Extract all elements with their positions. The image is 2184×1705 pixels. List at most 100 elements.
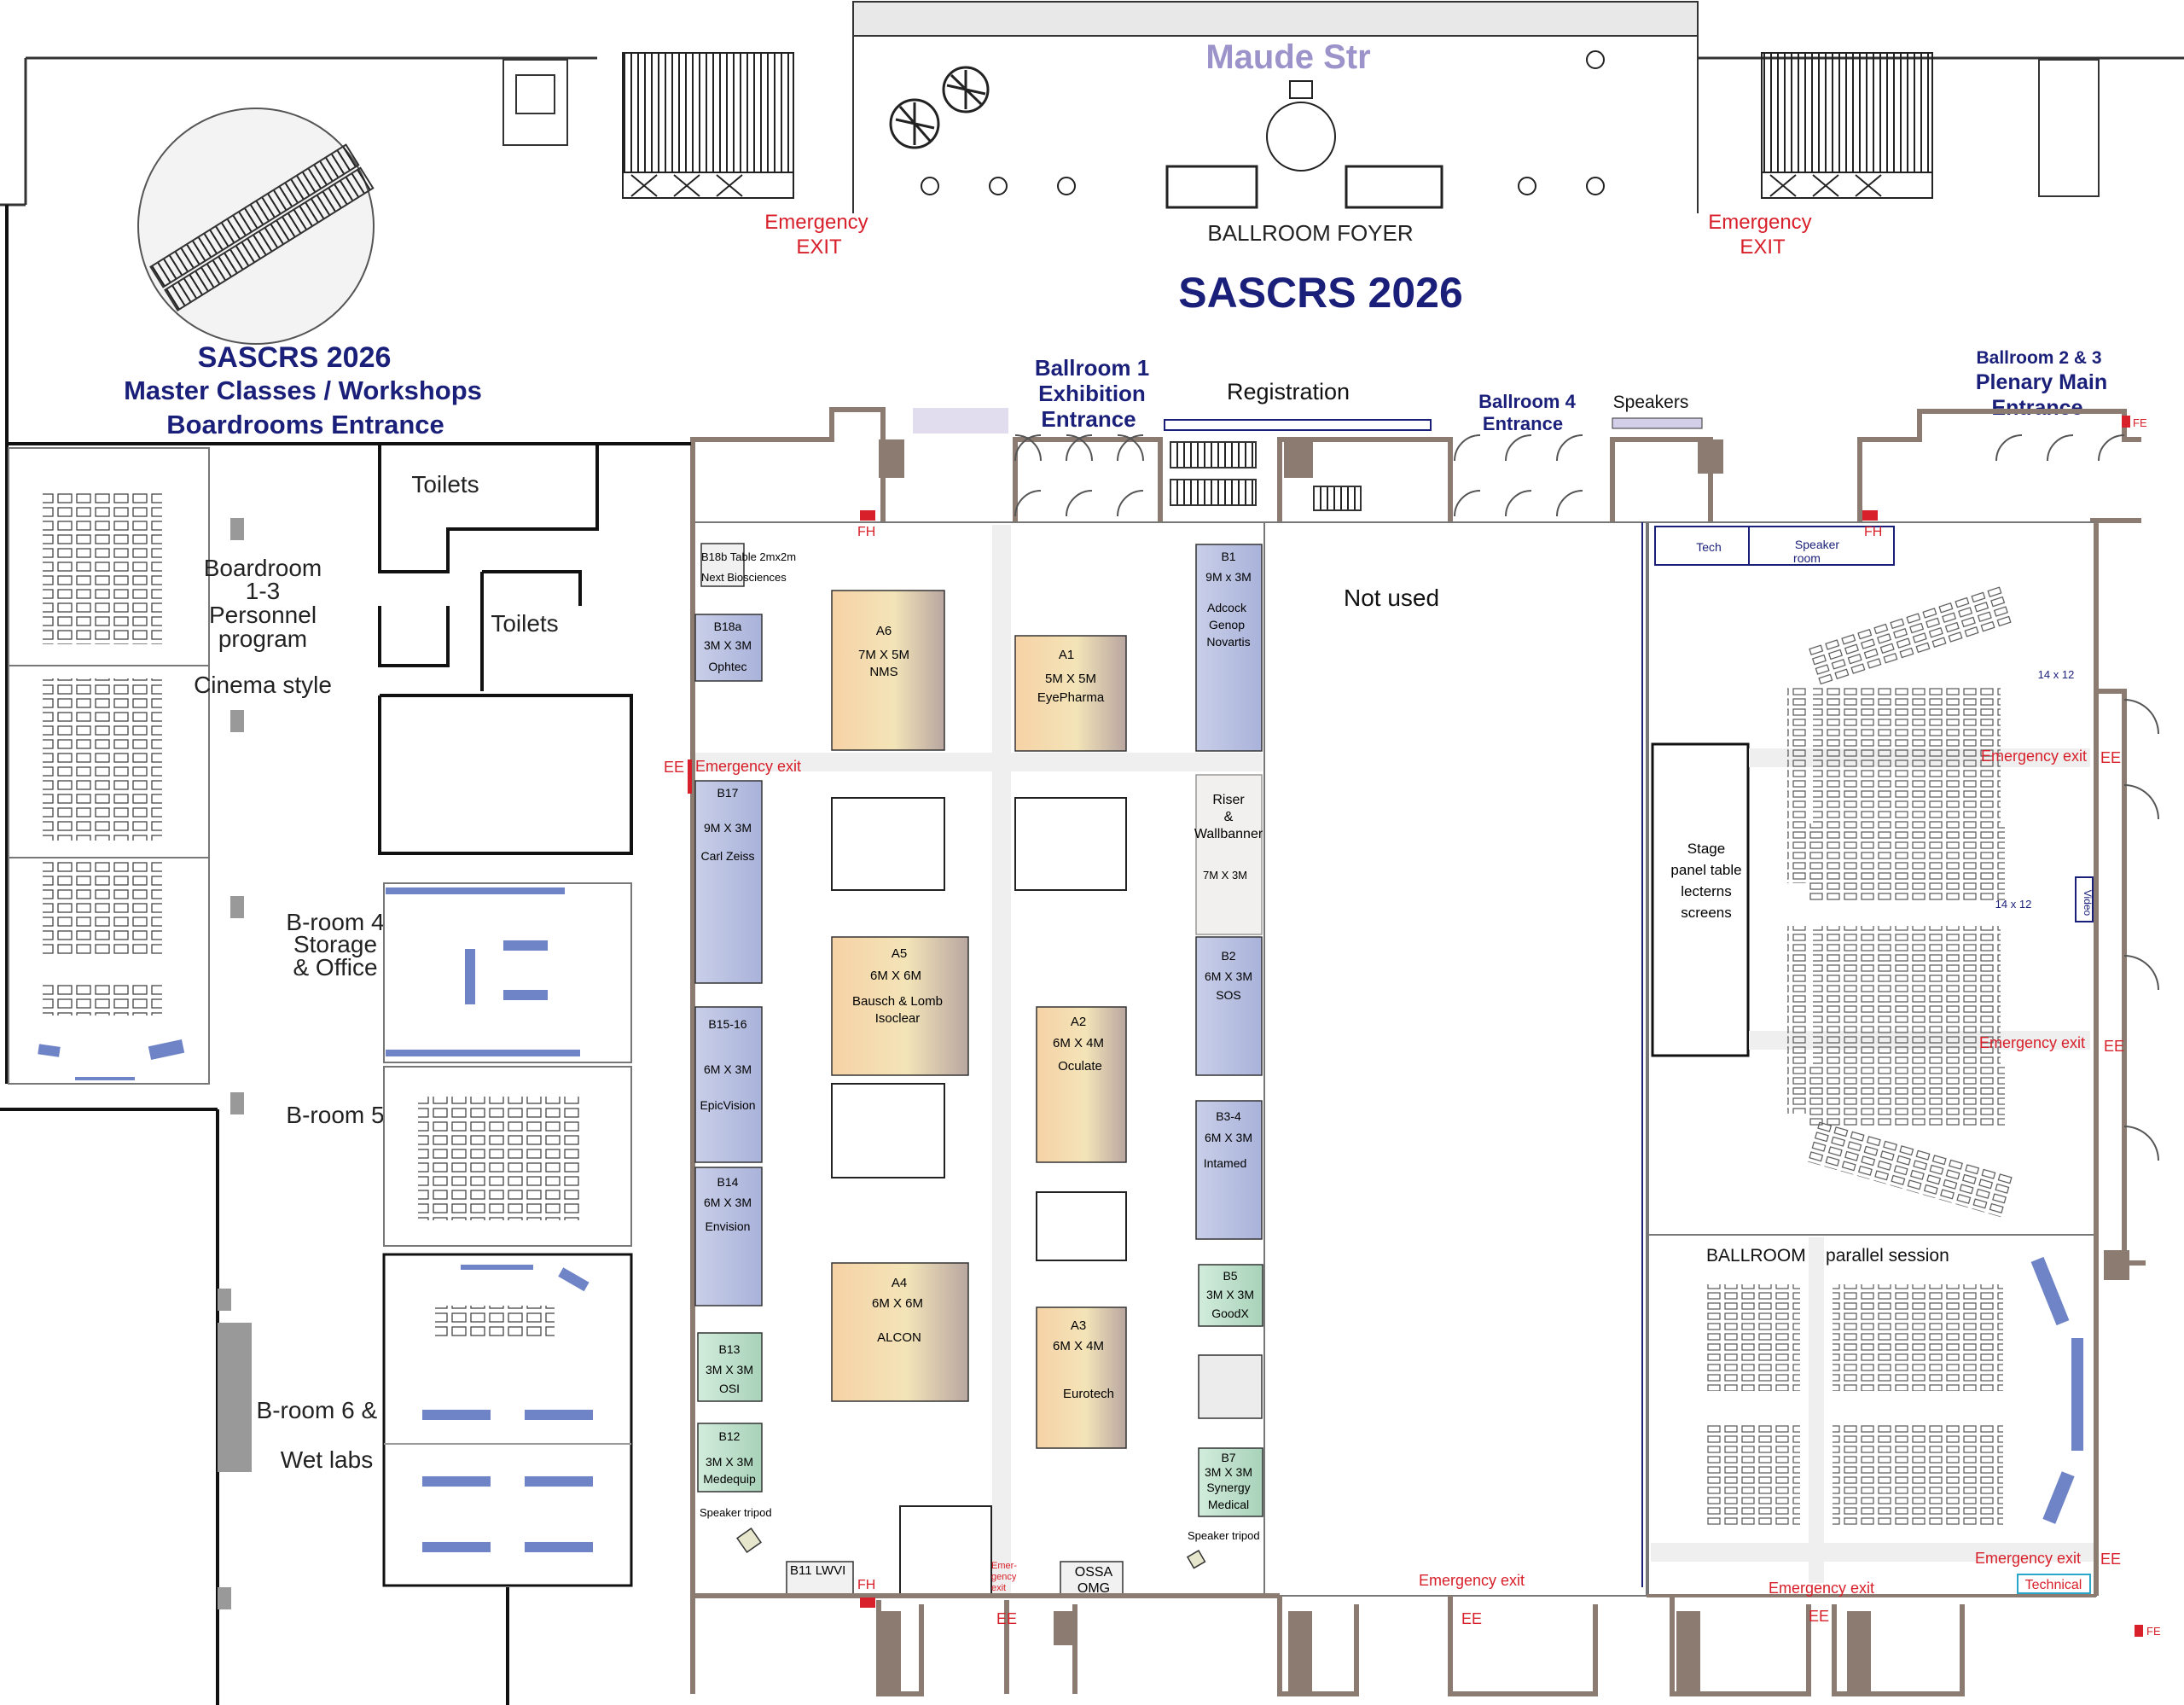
svg-text:Emer-: Emer- [991, 1561, 1017, 1571]
svg-text:Novartis: Novartis [1206, 635, 1250, 649]
speakers-label: Speakers [1613, 393, 1689, 412]
seating-count-label: 14 x 12 [1995, 898, 2032, 911]
wetlab-table [525, 1542, 593, 1552]
broom4-table [503, 940, 548, 951]
svg-text:Technical: Technical [2025, 1578, 2082, 1592]
emergency-exit-label: Emergency exit [1419, 1572, 1525, 1589]
svg-text:FH: FH [1864, 525, 1882, 539]
svg-text:Stage: Stage [1687, 841, 1725, 857]
svg-text:B-room 4: B-room 4 [286, 909, 384, 935]
emergency-exit-top-right: Emergency EXIT [1708, 211, 1811, 259]
boardroom-pillars [218, 518, 252, 1609]
plenary-seating-angled [1807, 584, 2015, 688]
south-pillars [877, 1611, 1871, 1692]
svg-text:Boardroom: Boardroom [204, 555, 322, 581]
booth-blank[interactable] [1198, 1354, 1263, 1419]
plenary-seating-side [1787, 926, 1809, 1114]
wall-pillar [1284, 439, 1313, 478]
booth-empty[interactable] [831, 797, 1127, 1597]
booth-b18b[interactable]: B18b Table 2mx2m Next Biosciences [700, 543, 796, 587]
svg-text:B12: B12 [719, 1429, 741, 1443]
svg-text:7M X 3M: 7M X 3M [1203, 869, 1247, 882]
emergency-exit-marker [688, 759, 692, 794]
lift [502, 59, 568, 146]
svg-text:6M X 4M: 6M X 4M [1053, 1339, 1104, 1353]
booth-b11[interactable]: B11 LWVI [786, 1561, 854, 1597]
svg-text:B17: B17 [717, 786, 739, 800]
plenary-seating-block [1807, 823, 2005, 900]
aisle [1809, 1237, 1824, 1583]
svg-text:Speaker: Speaker [1795, 538, 1839, 551]
svg-text:OMG: OMG [1077, 1581, 1110, 1596]
emergency-exit-label: Emergency exit [1975, 1550, 2081, 1567]
exhibition-hall [692, 521, 1265, 1597]
svg-text:EpicVision: EpicVision [700, 1098, 755, 1112]
svg-text:NMS: NMS [869, 665, 897, 679]
ballroom4-screen [2030, 1256, 2070, 1326]
svg-text:A2: A2 [1071, 1015, 1086, 1029]
svg-text:A5: A5 [892, 946, 907, 961]
svg-text:Entrance: Entrance [1483, 413, 1563, 434]
svg-text:Exhibition: Exhibition [1038, 381, 1146, 406]
video-box: Video [2075, 876, 2094, 922]
ballroom4-entrance-label: Ballroom 4 Entrance [1478, 391, 1576, 434]
emergency-exit-small: Emer- gency exit [991, 1561, 1017, 1593]
svg-text:SASCRS 2026: SASCRS 2026 [198, 341, 392, 374]
ballroom23-entrance-label: Ballroom 2 & 3 Plenary Main Entrance [1976, 348, 2107, 420]
broom4-table [386, 887, 565, 894]
svg-text:room: room [1793, 551, 1821, 565]
emergency-exit-top-left: Emergency EXIT [764, 211, 868, 259]
parallel-seating-block [1833, 1425, 2003, 1526]
svg-text:Emergency: Emergency [764, 211, 868, 234]
svg-text:Medequip: Medequip [703, 1472, 756, 1486]
foyer-round-feature [1266, 102, 1336, 172]
svg-text:A3: A3 [1071, 1318, 1086, 1333]
entrance-doors[interactable] [1014, 434, 2125, 517]
svg-text:exit: exit [991, 1583, 1006, 1593]
east-doors[interactable] [2123, 699, 2159, 1161]
ballroom-not-used [1263, 521, 1647, 1597]
emergency-exit-label: Emergency exit [1769, 1580, 1874, 1597]
wetlab-table [422, 1542, 491, 1552]
svg-text:6M X 3M: 6M X 3M [704, 1196, 752, 1209]
svg-text:Entrance: Entrance [1041, 406, 1136, 432]
staircase-right [1761, 52, 1933, 199]
tech-room: Tech [1654, 526, 1750, 566]
plenary-seating-angled [1806, 1120, 2016, 1219]
svg-text:A6: A6 [876, 624, 892, 638]
svg-text:OSI: OSI [719, 1382, 740, 1395]
parallel-seating-block [1706, 1284, 1800, 1391]
svg-text:3M X 3M: 3M X 3M [1206, 1288, 1254, 1301]
wall-pillar [2104, 1250, 2129, 1280]
svg-text:SOS: SOS [1216, 988, 1241, 1002]
svg-text:Intamed: Intamed [1204, 1156, 1247, 1170]
ballroom4-screen [2071, 1338, 2083, 1451]
svg-text:Riser: Riser [1212, 793, 1245, 807]
east-wall [1647, 522, 2146, 1597]
wetlab-table [422, 1476, 491, 1487]
svg-text:3M X 3M: 3M X 3M [706, 1363, 753, 1376]
left-wing-labels: Toilets Toilets Boardroom 1-3 Personnel … [194, 471, 559, 1473]
svg-text:B1: B1 [1221, 550, 1235, 563]
emergency-exit-label: Emergency exit [1979, 1034, 2085, 1051]
ballroom1-entrance-label: Ballroom 1 Exhibition Entrance [1035, 355, 1149, 432]
